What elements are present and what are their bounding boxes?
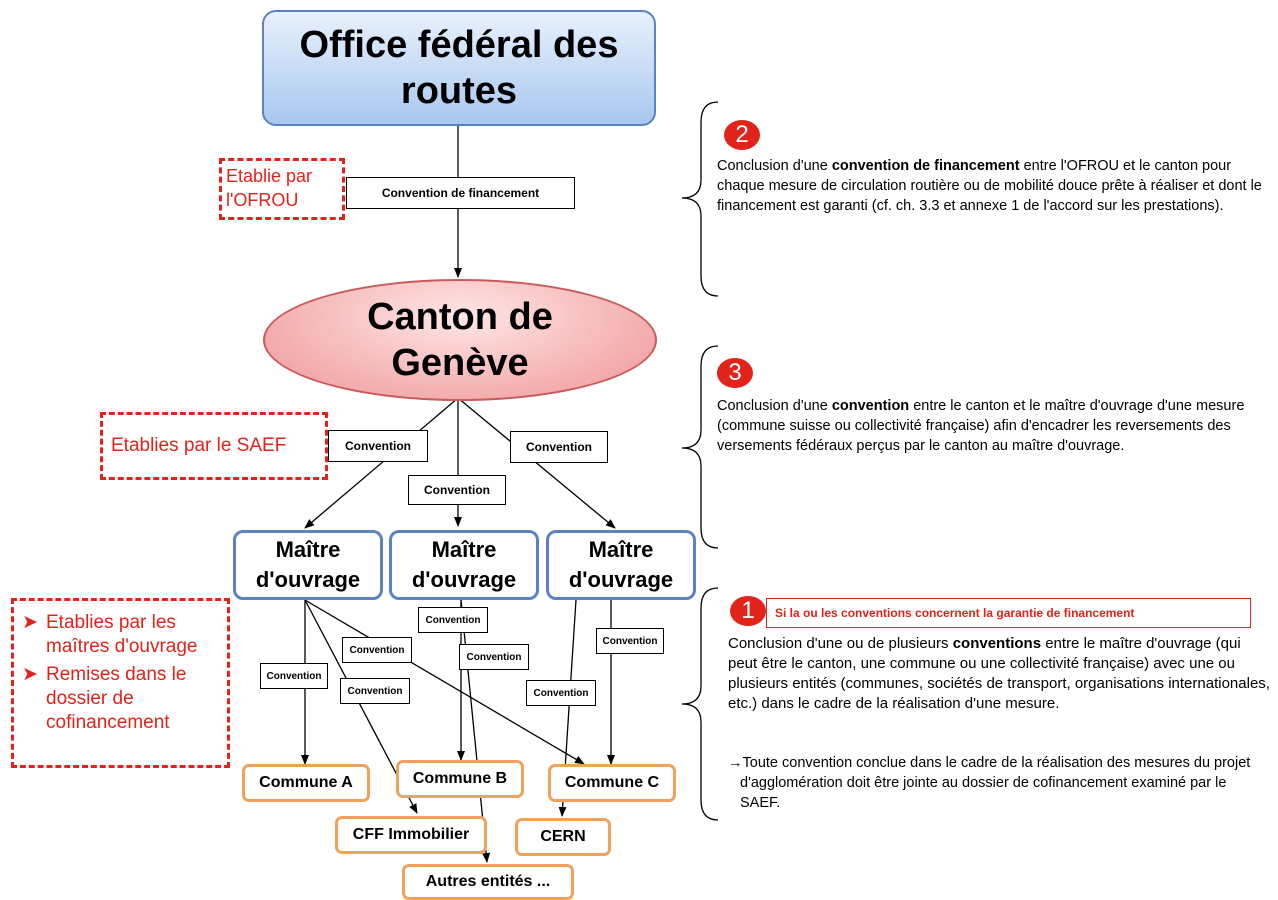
canton-line2: Genève — [391, 342, 529, 384]
entity-cern: CERN — [515, 818, 611, 856]
red-bullet-2: ➤ Remises dans le dossier de cofinanceme… — [22, 663, 221, 735]
red-label-ofrou: Etablie par l'OFROU — [219, 158, 345, 220]
step-3-text-post: entre le canton et le maître d'ouvrage d… — [717, 398, 1245, 454]
step-2-text-pre: Conclusion d'une — [717, 158, 832, 174]
maitre-ouvrage-2: Maître d'ouvrage — [389, 530, 539, 600]
maitre-ouvrage-3: Maître d'ouvrage — [546, 530, 696, 600]
convention-small-4: Convention — [418, 607, 488, 633]
maitre-3-line1: Maître — [588, 537, 654, 562]
arrow-m1-commune-c — [304, 599, 585, 765]
arrow-bullet-icon: ➤ — [22, 612, 38, 633]
maitre-ouvrage-1: Maître d'ouvrage — [233, 530, 383, 600]
convention-small-5: Convention — [459, 644, 529, 670]
convention-small-1: Convention — [260, 663, 328, 689]
red-label-saef: Etablies par le SAEF — [100, 412, 328, 480]
maitre-1-line1: Maître — [275, 537, 341, 562]
step-2-text-bold: convention de financement — [831, 158, 1020, 174]
entity-commune-b: Commune B — [396, 760, 524, 798]
entity-commune-c: Commune C — [548, 764, 676, 802]
step-1-text-pre: Conclusion d'une ou de plusieurs — [728, 635, 953, 652]
brace-step-2 — [681, 101, 719, 297]
step-1-condition-banner: Si la ou les conventions concernent la g… — [766, 598, 1251, 628]
entity-cff-immobilier: CFF Immobilier — [335, 816, 487, 854]
convention-small-2: Convention — [340, 678, 410, 704]
convention-label-2: Convention — [408, 475, 506, 505]
red-bullet-1: ➤ Etablies par les maîtres d'ouvrage — [22, 611, 221, 659]
maitre-3-line2: d'ouvrage — [568, 567, 674, 592]
maitre-2-line1: Maître — [431, 537, 497, 562]
ofrou-line2: routes — [400, 70, 518, 112]
convention-small-3: Convention — [342, 637, 412, 663]
step-2-number-badge: 2 — [724, 120, 760, 150]
convention-label-1: Convention — [328, 430, 428, 462]
step-1-text-bold: conventions — [952, 635, 1042, 652]
step-1-number-badge: 1 — [730, 596, 766, 626]
red-bullet-2-text: Remises dans le dossier de cofinancement — [46, 664, 187, 733]
step-1-note: →Toute convention conclue dans le cadre … — [728, 755, 1251, 811]
arrow-bullet-icon: ➤ — [22, 664, 38, 685]
step-1-text-post: entre le maître d'ouvrage (qui peut être… — [728, 635, 1270, 712]
red-bullet-1-text: Etablies par les maîtres d'ouvrage — [46, 612, 198, 657]
step-3-text-pre: Conclusion d'une — [717, 398, 832, 414]
arrow-canton-maitre-1 — [304, 397, 459, 529]
convention-financement-label: Convention de financement — [346, 177, 575, 209]
entity-commune-a: Commune A — [242, 764, 370, 802]
step-3-description: Conclusion d'une convention entre le can… — [717, 396, 1267, 456]
brace-step-3 — [681, 345, 719, 549]
convention-small-7: Convention — [526, 680, 596, 706]
red-label-maitres: ➤ Etablies par les maîtres d'ouvrage ➤ R… — [11, 598, 230, 768]
step-3-text-bold: convention — [831, 398, 910, 414]
step-3-number-badge: 3 — [717, 358, 753, 388]
brace-step-1 — [681, 587, 719, 821]
arrow-canton-maitre-3 — [457, 397, 616, 529]
step-1-description: Conclusion d'une ou de plusieurs convent… — [728, 634, 1273, 714]
maitre-1-line2: d'ouvrage — [255, 567, 361, 592]
red-label-ofrou-line1: Etablie par — [226, 166, 313, 186]
ofrou-line1: Office fédéral des — [299, 24, 619, 66]
step-2-text-post: entre l'OFROU et le canton pour chaque m… — [717, 158, 1262, 214]
step-2-description: Conclusion d'une convention de financeme… — [717, 156, 1265, 216]
convention-label-3: Convention — [510, 431, 608, 463]
maitre-2-line2: d'ouvrage — [411, 567, 517, 592]
canton-line1: Canton de — [367, 296, 553, 338]
convention-small-6: Convention — [596, 628, 664, 654]
red-label-ofrou-line2: l'OFROU — [226, 190, 299, 210]
